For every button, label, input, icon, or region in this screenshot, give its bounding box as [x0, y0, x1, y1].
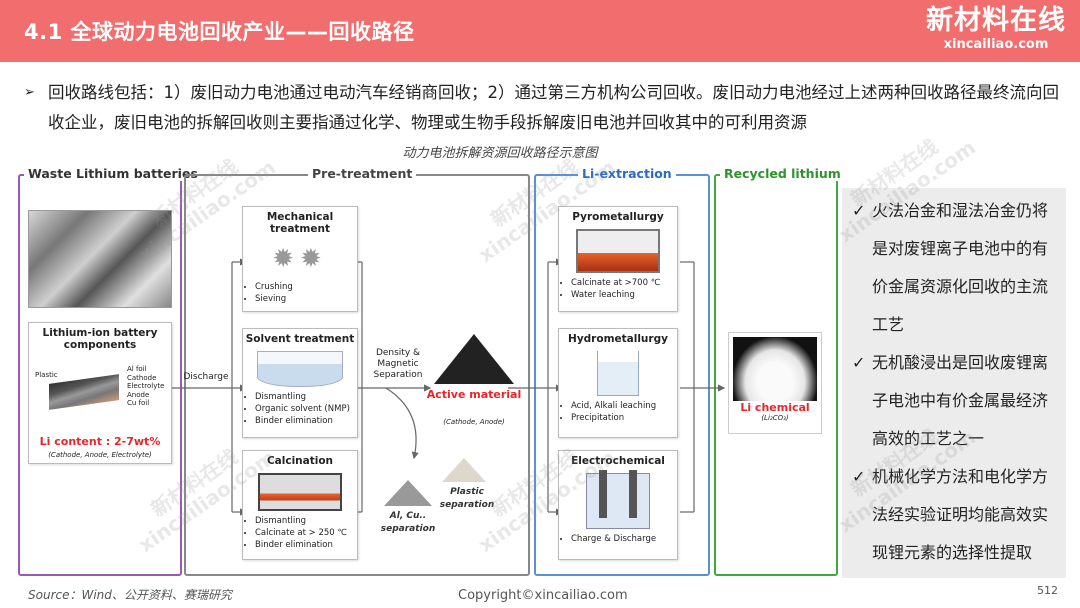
check-icon: ✓	[852, 467, 866, 486]
calcination-step: Binder elimination	[255, 539, 357, 551]
pyro-title: Pyrometallurgy	[572, 211, 664, 223]
panel-recycled-lithium: Recycled lithium	[714, 166, 845, 576]
panel-title-recycled: Recycled lithium	[720, 166, 845, 181]
layer-label-cu-foil: Cu foil	[127, 399, 150, 407]
check-icon: ✓	[852, 353, 866, 372]
panel-title-waste: Waste Lithium batteries	[24, 166, 202, 181]
conclusion-text: 火法冶金和湿法冶金仍将是对废锂离子电池中的有价金属资源化回收的主流工艺	[872, 201, 1049, 334]
brand-logo[interactable]: 新材料在线 xincailiao.com	[926, 4, 1066, 60]
layer-label-cathode: Cathode	[127, 373, 157, 382]
arrow-bullet-icon: ➢	[24, 85, 35, 100]
electro-title: Electrochemical	[571, 455, 665, 467]
waste-batteries-photo	[28, 210, 172, 308]
li-carbonate-photo	[733, 337, 817, 401]
intro-text: 回收路线包括：1）废旧动力电池通过电动汽车经销商回收；2）通过第三方机构公司回收…	[48, 83, 1059, 132]
calcination-box: Calcination Dismantling Calcinate at > 2…	[242, 450, 358, 560]
electro-steps: Charge & Discharge	[559, 533, 677, 545]
mechanical-title: Mechanical treatment	[266, 211, 334, 235]
solvent-title: Solvent treatment	[245, 333, 355, 345]
furnace-icon	[258, 473, 342, 511]
hydro-step: Acid, Alkali leaching	[571, 400, 677, 412]
copyright-text: Copyright©xincailiao.com	[458, 588, 628, 603]
li-chemical-note: (Li₂CO₃)	[761, 414, 789, 422]
li-chemical-label: Li chemical	[740, 401, 810, 414]
mechanical-steps: Crushing Sieving	[243, 281, 357, 305]
solvent-step: Binder elimination	[255, 415, 357, 427]
panel-title-pretreatment: Pre-treatment	[308, 166, 417, 181]
active-material-pile-icon	[434, 334, 514, 384]
layer-label-al-foil: Al foil	[127, 365, 147, 373]
metal-pile-icon	[384, 480, 432, 506]
mechanical-step: Sieving	[255, 293, 357, 305]
calcination-step: Calcinate at > 250 ℃	[255, 527, 357, 539]
hydro-steps: Acid, Alkali leaching Precipitation	[559, 400, 677, 424]
plastic-pile-icon	[442, 458, 486, 482]
battery-components-box: Lithium-ion battery components Plastic A…	[28, 322, 172, 464]
separation-label: Density & Magnetic Separation	[373, 348, 423, 380]
layer-label-electrolyte: Electrolyte	[127, 382, 165, 390]
page-title: 4.1 全球动力电池回收产业——回收路径	[24, 20, 415, 44]
calcination-title: Calcination	[266, 455, 334, 467]
li-chemical-box: Li chemical (Li₂CO₃)	[728, 332, 822, 434]
conclusion-item: ✓ 无机酸浸出是回收废锂离子电池中有价金属最经济高效的工艺之一	[848, 344, 1060, 458]
panel-title-extraction: Li-extraction	[578, 166, 676, 181]
panel-pretreatment: Pre-treatment	[184, 166, 530, 576]
solvent-step: Organic solvent (NMP)	[255, 403, 357, 415]
logo-chinese-text: 新材料在线	[926, 5, 1066, 36]
pyro-step: Water leaching	[571, 289, 677, 301]
hydro-title: Hydrometallurgy	[568, 333, 668, 345]
mechanical-step: Crushing	[255, 281, 357, 293]
li-content-note: (Cathode, Anode, Electrolyte)	[48, 451, 152, 459]
hydro-beaker-icon	[597, 351, 639, 396]
page-number: 512	[1037, 584, 1058, 597]
solvent-steps: Dismantling Organic solvent (NMP) Binder…	[243, 391, 357, 427]
electrochemical-box: Electrochemical Charge & Discharge	[558, 450, 678, 560]
solvent-treatment-box: Solvent treatment Dismantling Organic so…	[242, 328, 358, 438]
conclusion-item: ✓ 机械化学方法和电化学方法经实验证明均能高效实现锂元素的选择性提取	[848, 458, 1060, 572]
mechanical-treatment-box: Mechanical treatment ✹✹ Crushing Sieving	[242, 206, 358, 312]
electrode-left	[599, 470, 607, 518]
al-cu-separation-label: Al, Cu.. separation	[380, 511, 436, 534]
electrode-right	[629, 470, 637, 518]
pyro-step: Calcinate at >700 ℃	[571, 277, 677, 289]
discharge-label: Discharge	[183, 372, 229, 382]
hydrometallurgy-box: Hydrometallurgy Acid, Alkali leaching Pr…	[558, 328, 678, 438]
crusher-gears-icon: ✹✹	[272, 244, 328, 274]
check-icon: ✓	[852, 201, 866, 220]
pyro-steps: Calcinate at >700 ℃ Water leaching	[559, 277, 677, 301]
active-material-label: Active material	[426, 388, 522, 401]
recycling-process-diagram: Waste Lithium batteries Pre-treatment Li…	[14, 162, 845, 577]
calcination-steps: Dismantling Calcinate at > 250 ℃ Binder …	[243, 515, 357, 551]
solvent-step: Dismantling	[255, 391, 357, 403]
hydro-step: Precipitation	[571, 412, 677, 424]
active-material-note: (Cathode, Anode)	[443, 418, 505, 426]
pyro-furnace-icon	[576, 229, 660, 273]
panel-li-extraction: Li-extraction	[534, 166, 710, 576]
source-note: Source：Wind、公开资料、赛瑞研究	[28, 588, 232, 602]
conclusions-panel: ✓ 火法冶金和湿法冶金仍将是对废锂离子电池中的有价金属资源化回收的主流工艺 ✓ …	[842, 188, 1066, 578]
plastic-separation-label: Plastic separation	[439, 487, 495, 510]
conclusion-text: 机械化学方法和电化学方法经实验证明均能高效实现锂元素的选择性提取	[872, 467, 1049, 562]
logo-english-text: xincailiao.com	[943, 37, 1049, 52]
components-title: Lithium-ion battery components	[42, 327, 158, 351]
electrochemical-cell-icon	[586, 470, 650, 529]
pyrometallurgy-box: Pyrometallurgy Calcinate at >700 ℃ Water…	[558, 206, 678, 312]
li-content-label: Li content : 2-7wt%	[39, 435, 161, 448]
calcination-step: Dismantling	[255, 515, 357, 527]
panel-waste-batteries: Waste Lithium batteries	[18, 166, 202, 576]
conclusion-item: ✓ 火法冶金和湿法冶金仍将是对废锂离子电池中的有价金属资源化回收的主流工艺	[848, 192, 1060, 344]
solvent-beaker-icon	[257, 351, 343, 387]
layer-labels: Al foil Cathode Electrolyte Anode Cu foi…	[127, 365, 164, 408]
diagram-caption: 动力电池拆解资源回收路径示意图	[402, 146, 598, 161]
layer-label-plastic: Plastic	[35, 371, 58, 379]
electro-step: Charge & Discharge	[571, 533, 677, 545]
layer-label-anode: Anode	[127, 390, 150, 399]
intro-paragraph: ➢ 回收路线包括：1）废旧动力电池通过电动汽车经销商回收；2）通过第三方机构公司…	[24, 78, 1064, 138]
header-bar: 4.1 全球动力电池回收产业——回收路径 新材料在线 xincailiao.co…	[0, 0, 1080, 62]
conclusion-text: 无机酸浸出是回收废锂离子电池中有价金属最经济高效的工艺之一	[872, 353, 1049, 448]
